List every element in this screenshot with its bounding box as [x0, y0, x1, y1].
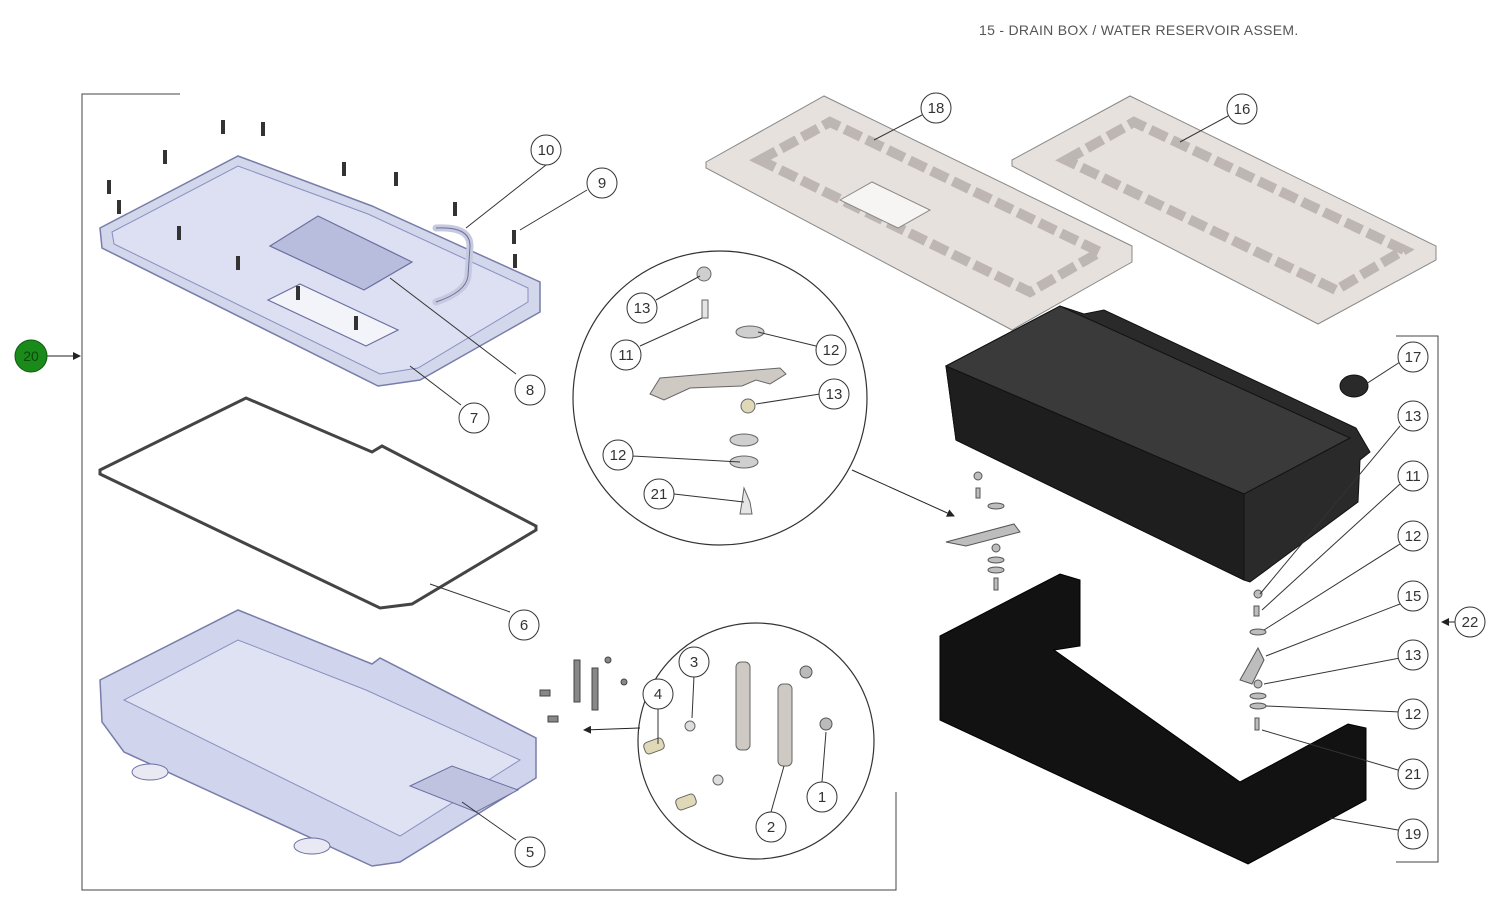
svg-text:9: 9	[598, 175, 606, 192]
detail-circle-latch	[572, 250, 868, 546]
callout-15: 15	[1397, 580, 1429, 612]
bracket-part-19	[939, 573, 1367, 865]
svg-text:11: 11	[1405, 468, 1421, 485]
svg-text:17: 17	[1405, 349, 1422, 366]
callout-18: 18	[920, 92, 952, 124]
callout-4: 4	[642, 678, 674, 710]
callout-21: 21	[1397, 758, 1429, 790]
callout-13: 13	[1397, 400, 1429, 432]
latch-detail-parts	[649, 266, 787, 515]
cap-part-17	[1339, 374, 1369, 398]
svg-text:19: 19	[1405, 826, 1422, 843]
reservoir-hardware	[539, 656, 628, 723]
callout-13: 13	[626, 292, 658, 324]
detail-circle-hardware	[637, 622, 875, 860]
svg-text:13: 13	[1405, 408, 1422, 425]
hardware-detail-parts	[643, 661, 833, 811]
svg-text:15: 15	[1405, 588, 1422, 605]
assembly-20-bracket	[81, 93, 897, 891]
svg-text:13: 13	[1405, 647, 1422, 664]
callout-7: 7	[458, 402, 490, 434]
callout-11: 11	[1397, 460, 1429, 492]
leader-lines	[389, 114, 1401, 841]
assembly-22-bracket	[1396, 335, 1439, 863]
svg-text:3: 3	[690, 654, 698, 671]
svg-text:22: 22	[1462, 614, 1479, 631]
svg-text:2: 2	[767, 819, 775, 836]
svg-text:8: 8	[526, 382, 534, 399]
drain-box	[944, 305, 1371, 583]
svg-text:21: 21	[651, 486, 668, 503]
svg-text:13: 13	[826, 386, 843, 403]
svg-text:18: 18	[928, 100, 945, 117]
lid-tray-part-7	[99, 155, 541, 387]
svg-text:12: 12	[1405, 528, 1422, 545]
svg-text:4: 4	[654, 686, 662, 703]
callout-12: 12	[1397, 698, 1429, 730]
gasket-part-6	[98, 396, 538, 610]
svg-text:12: 12	[610, 447, 627, 464]
callout-12: 12	[1397, 520, 1429, 552]
svg-text:6: 6	[520, 617, 528, 634]
callout-2: 2	[755, 811, 787, 843]
svg-text:10: 10	[538, 142, 555, 159]
svg-text:5: 5	[526, 844, 534, 861]
reservoir-part-5	[99, 609, 537, 867]
callout-17: 17	[1397, 341, 1429, 373]
lid-screws	[107, 120, 517, 330]
svg-text:21: 21	[1405, 766, 1422, 783]
callout-16: 16	[1226, 93, 1258, 125]
svg-text:12: 12	[823, 342, 840, 359]
svg-text:1: 1	[818, 789, 826, 806]
svg-text:7: 7	[470, 410, 478, 427]
callout-21: 21	[643, 478, 675, 510]
box-latch-hardware	[945, 471, 1267, 731]
svg-text:12: 12	[1405, 706, 1422, 723]
svg-text:16: 16	[1234, 101, 1251, 118]
arrows	[42, 352, 1456, 734]
callout-13: 13	[818, 378, 850, 410]
callout-20: 20	[14, 339, 48, 373]
callout-8: 8	[514, 374, 546, 406]
callout-5: 5	[514, 836, 546, 868]
callout-12: 12	[602, 439, 634, 471]
callout-6: 6	[508, 609, 540, 641]
callout-1: 1	[806, 781, 838, 813]
callout-9: 9	[586, 167, 618, 199]
svg-text:20: 20	[23, 348, 39, 364]
callout-22: 22	[1454, 606, 1486, 638]
callout-10: 10	[530, 134, 562, 166]
callout-12: 12	[815, 334, 847, 366]
callout-19: 19	[1397, 818, 1429, 850]
callout-11: 11	[610, 339, 642, 371]
callout-13: 13	[1397, 639, 1429, 671]
callout-3: 3	[678, 646, 710, 678]
svg-text:11: 11	[618, 347, 634, 364]
page-title: 15 - DRAIN BOX / WATER RESERVOIR ASSEM.	[979, 22, 1299, 38]
svg-text:13: 13	[634, 300, 651, 317]
drip-grid-part-18	[705, 95, 1133, 331]
drip-grid-part-16	[1011, 95, 1437, 325]
